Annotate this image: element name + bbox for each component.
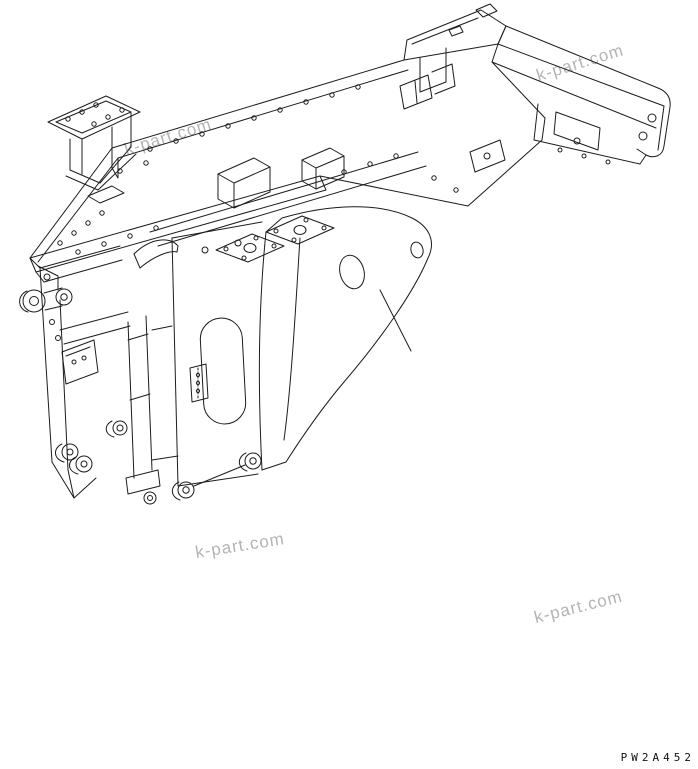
deck-bolt-holes — [57, 84, 459, 255]
leader-line — [379, 289, 412, 352]
side-plate — [258, 206, 432, 471]
mounting-plate — [265, 215, 335, 245]
rear-crossmember — [399, 3, 507, 110]
rear-frame-rail — [469, 25, 671, 173]
mounting-plate — [215, 233, 285, 263]
front-hitch — [19, 245, 179, 499]
deck-bracket — [301, 147, 345, 190]
deck-bracket — [217, 157, 271, 209]
front-side-plate — [171, 221, 263, 487]
part-code: PW2A452 — [620, 751, 695, 764]
tower-bracket — [47, 95, 141, 204]
pin-boss — [143, 452, 262, 505]
capsule-opening — [199, 317, 247, 425]
oval-hole — [339, 254, 365, 290]
main-deck — [29, 59, 546, 291]
